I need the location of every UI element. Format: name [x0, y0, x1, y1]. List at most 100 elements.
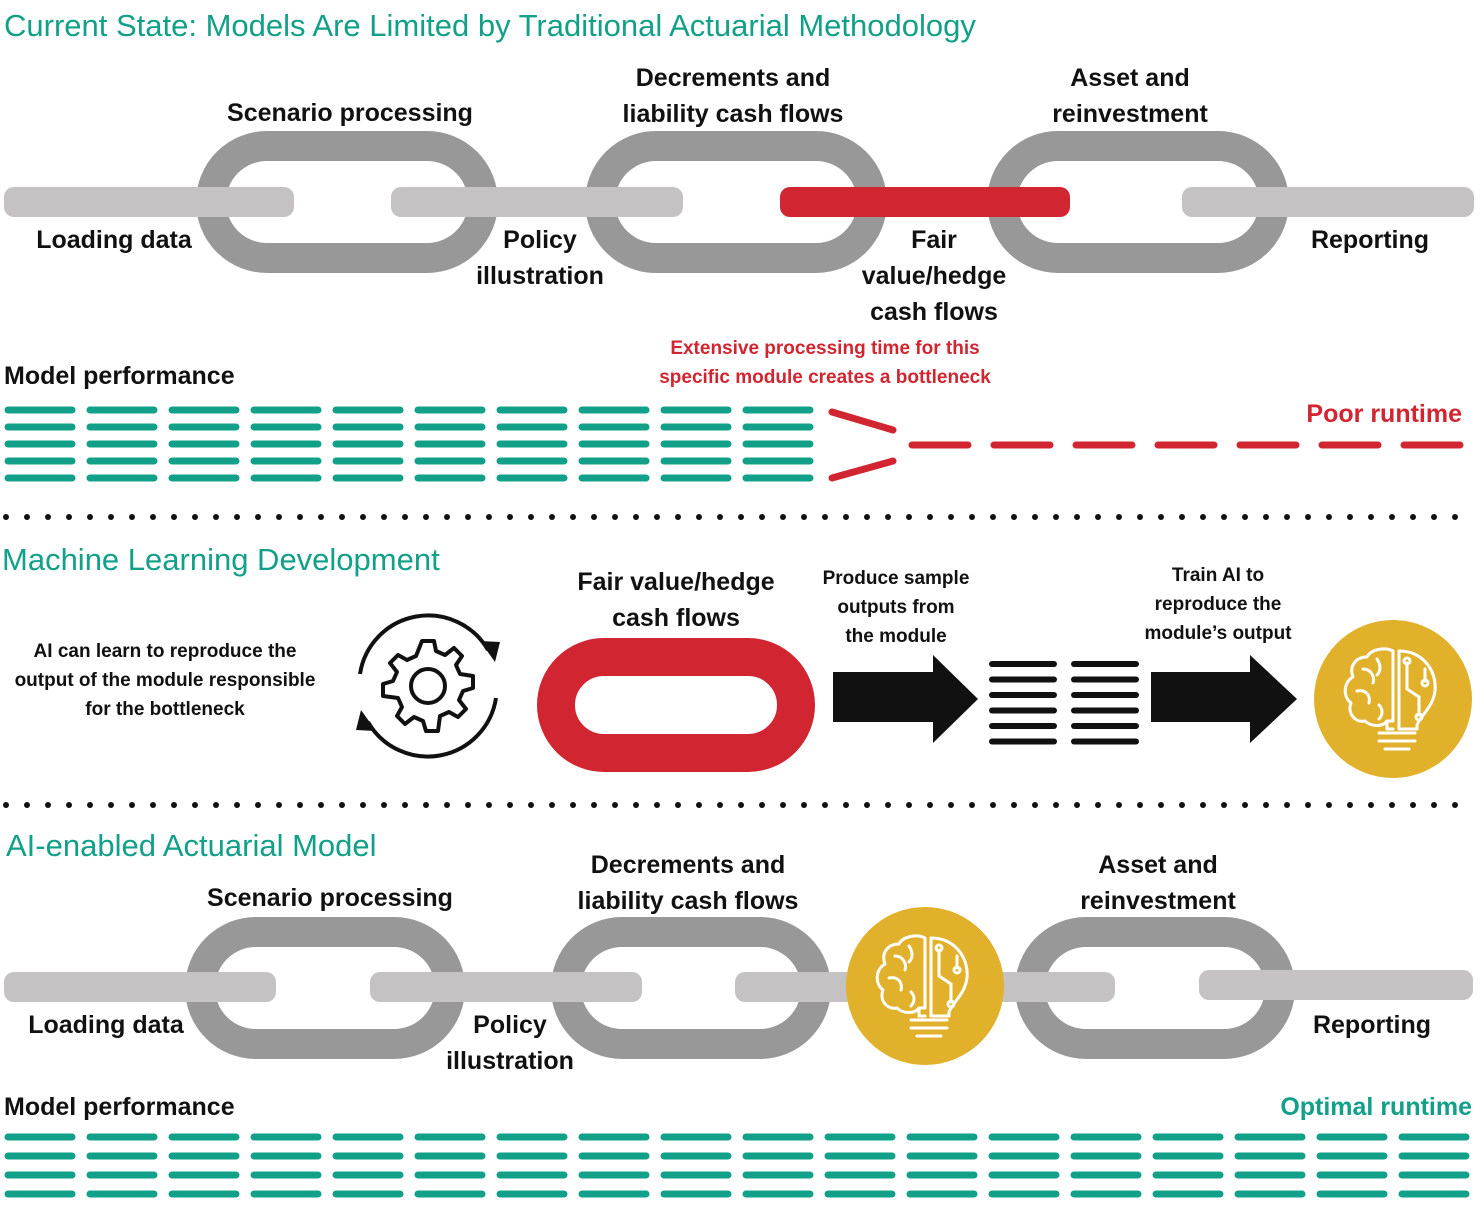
separator-dot — [1305, 514, 1311, 520]
separator-dot — [549, 802, 555, 808]
separator-dot — [864, 802, 870, 808]
separator-dot — [381, 802, 387, 808]
separator-dot — [465, 514, 471, 520]
separator-dot — [927, 802, 933, 808]
current-chain — [4, 131, 1474, 273]
separator-dot — [444, 514, 450, 520]
separator-dot — [24, 802, 30, 808]
red-chain-link-icon — [537, 638, 815, 772]
separator-dot — [759, 514, 765, 520]
separator-dot — [1137, 802, 1143, 808]
separator-dot — [1074, 514, 1080, 520]
separator-dot — [780, 802, 786, 808]
separator-dot — [1326, 802, 1332, 808]
separator-dot — [318, 514, 324, 520]
separator-dot — [948, 802, 954, 808]
separator-dot — [1389, 514, 1395, 520]
optimal-performance-lines — [4, 1133, 1470, 1198]
asset-reinvestment-label-2: Asset and reinvestment — [1080, 851, 1236, 915]
separator-dot — [276, 802, 282, 808]
separator-dot — [150, 514, 156, 520]
policy-illustration-label: Policy illustration — [476, 226, 604, 290]
separator-dot — [654, 514, 660, 520]
separator-dot — [360, 802, 366, 808]
separator-dot — [129, 802, 135, 808]
separator-dot — [402, 514, 408, 520]
separator-dot — [507, 514, 513, 520]
separator-dot — [1158, 802, 1164, 808]
separator-dot — [990, 802, 996, 808]
separator-dot — [948, 514, 954, 520]
separator-dot — [1011, 802, 1017, 808]
produce-sample-text: Produce sample outputs from the module — [822, 568, 970, 647]
separator-dot — [612, 802, 618, 808]
separator-dot — [339, 802, 345, 808]
separator-dot — [738, 802, 744, 808]
separator-dot — [885, 802, 891, 808]
separator-dot — [1242, 802, 1248, 808]
fair-value-label: Fair value/hedge cash flows — [861, 226, 1007, 326]
bottleneck-note: Extensive processing time for this speci… — [659, 338, 991, 388]
separator-dot — [1200, 514, 1206, 520]
separator-dot — [45, 514, 51, 520]
separator-dot — [591, 802, 597, 808]
separator-dot — [360, 514, 366, 520]
chain-bar-loading-2 — [4, 972, 276, 1002]
separator-dot — [381, 514, 387, 520]
ai-learn-text: AI can learn to reproduce the output of … — [14, 641, 316, 720]
separator-dot — [171, 802, 177, 808]
separator-dot — [171, 514, 177, 520]
separator-dot — [570, 514, 576, 520]
separator-dot — [87, 514, 93, 520]
separator-dot — [1032, 514, 1038, 520]
ai-brain-bulb-icon — [1314, 620, 1472, 778]
model-performance-label: Model performance — [4, 362, 235, 390]
ml-development-title: Machine Learning Development — [2, 542, 440, 577]
separator-dot — [822, 514, 828, 520]
poor-runtime-label: Poor runtime — [1306, 400, 1462, 428]
separator-dot — [297, 514, 303, 520]
separator-dot — [66, 514, 72, 520]
separator-dot — [129, 514, 135, 520]
separator-dot — [108, 802, 114, 808]
separator-dot — [213, 802, 219, 808]
data-lines-icon — [989, 661, 1139, 745]
separator-dot — [276, 514, 282, 520]
separator-dot — [1305, 802, 1311, 808]
separator-dot — [87, 802, 93, 808]
chain-bar-policy — [391, 187, 683, 217]
separator-dot — [1095, 514, 1101, 520]
separator-dot — [1263, 514, 1269, 520]
separator-dot — [822, 802, 828, 808]
reporting-label: Reporting — [1310, 226, 1430, 254]
separator-dot — [675, 514, 681, 520]
chain-bar-loading — [4, 187, 294, 217]
separator-dot — [612, 514, 618, 520]
separator-dot — [1431, 514, 1437, 520]
separator-dot — [1368, 802, 1374, 808]
separator-dot — [1221, 802, 1227, 808]
chain-bar-reporting — [1182, 187, 1474, 217]
separator-dot — [528, 802, 534, 808]
asset-reinvestment-label: Asset and reinvestment — [1052, 64, 1208, 128]
separator-dot — [633, 514, 639, 520]
separator-dot — [1179, 514, 1185, 520]
separator-dot — [108, 514, 114, 520]
separator-dot — [297, 802, 303, 808]
separator-dot — [780, 514, 786, 520]
separator-dot — [696, 514, 702, 520]
separator-dot — [1011, 514, 1017, 520]
decrements-label-2: Decrements and liability cash flows — [577, 851, 799, 915]
separator-dot — [507, 802, 513, 808]
loading-data-label: Loading data — [36, 226, 192, 254]
separator-dot — [465, 802, 471, 808]
separator-dot — [1074, 802, 1080, 808]
bottleneck-marker — [828, 408, 897, 482]
separator-dot — [1158, 514, 1164, 520]
separator-dot — [192, 802, 198, 808]
decrements-label: Decrements and liability cash flows — [622, 64, 844, 128]
separator-dot — [3, 802, 9, 808]
separator-dot — [906, 802, 912, 808]
separator-dot — [3, 514, 9, 520]
